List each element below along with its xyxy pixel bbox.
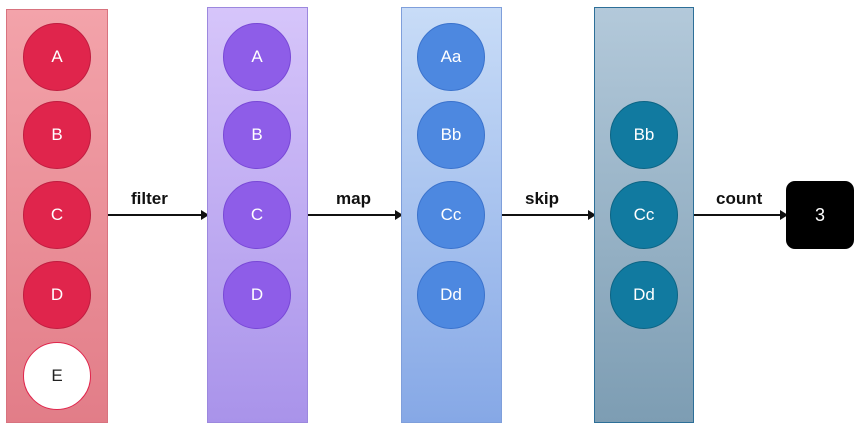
element-dd: Dd	[417, 261, 485, 329]
op-skip-label: skip	[525, 189, 560, 208]
element-dd: Dd	[610, 261, 678, 329]
element-c: C	[223, 181, 291, 249]
arrow-skip	[502, 210, 596, 220]
element-d: D	[223, 261, 291, 329]
arrow-map	[308, 210, 403, 220]
element-b: B	[23, 101, 91, 169]
result-box: 3	[786, 181, 854, 249]
element-c: C	[23, 181, 91, 249]
element-bb: Bb	[417, 101, 485, 169]
element-bb: Bb	[610, 101, 678, 169]
element-e-filtered-out: E	[23, 342, 91, 410]
op-count-label: count	[716, 189, 763, 208]
element-b: B	[223, 101, 291, 169]
element-a: A	[223, 23, 291, 91]
element-d: D	[23, 261, 91, 329]
element-aa: Aa	[417, 23, 485, 91]
op-map-label: map	[336, 189, 371, 208]
arrow-count	[694, 210, 788, 220]
element-cc: Cc	[417, 181, 485, 249]
element-a: A	[23, 23, 91, 91]
element-cc: Cc	[610, 181, 678, 249]
arrow-filter	[108, 210, 209, 220]
op-filter-label: filter	[131, 189, 168, 208]
